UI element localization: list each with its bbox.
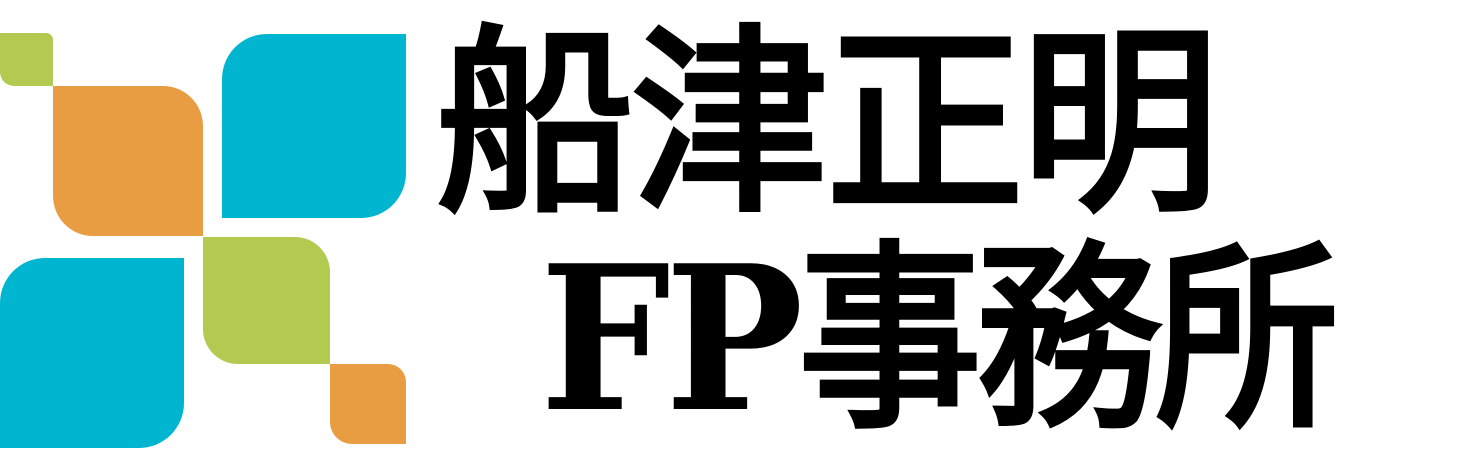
logo-tile-orange-large (53, 86, 203, 236)
office-name-line1: 船津正明 (436, 6, 1219, 241)
logo-tile-green-middle (203, 237, 330, 364)
office-name-line2: FP事務所 (540, 222, 1339, 457)
logo-tile-blue-bottom (0, 258, 184, 448)
logo-tile-green-small (0, 33, 53, 86)
logo-tile-orange-small (330, 364, 406, 444)
logo-tile-blue-top (222, 34, 406, 218)
